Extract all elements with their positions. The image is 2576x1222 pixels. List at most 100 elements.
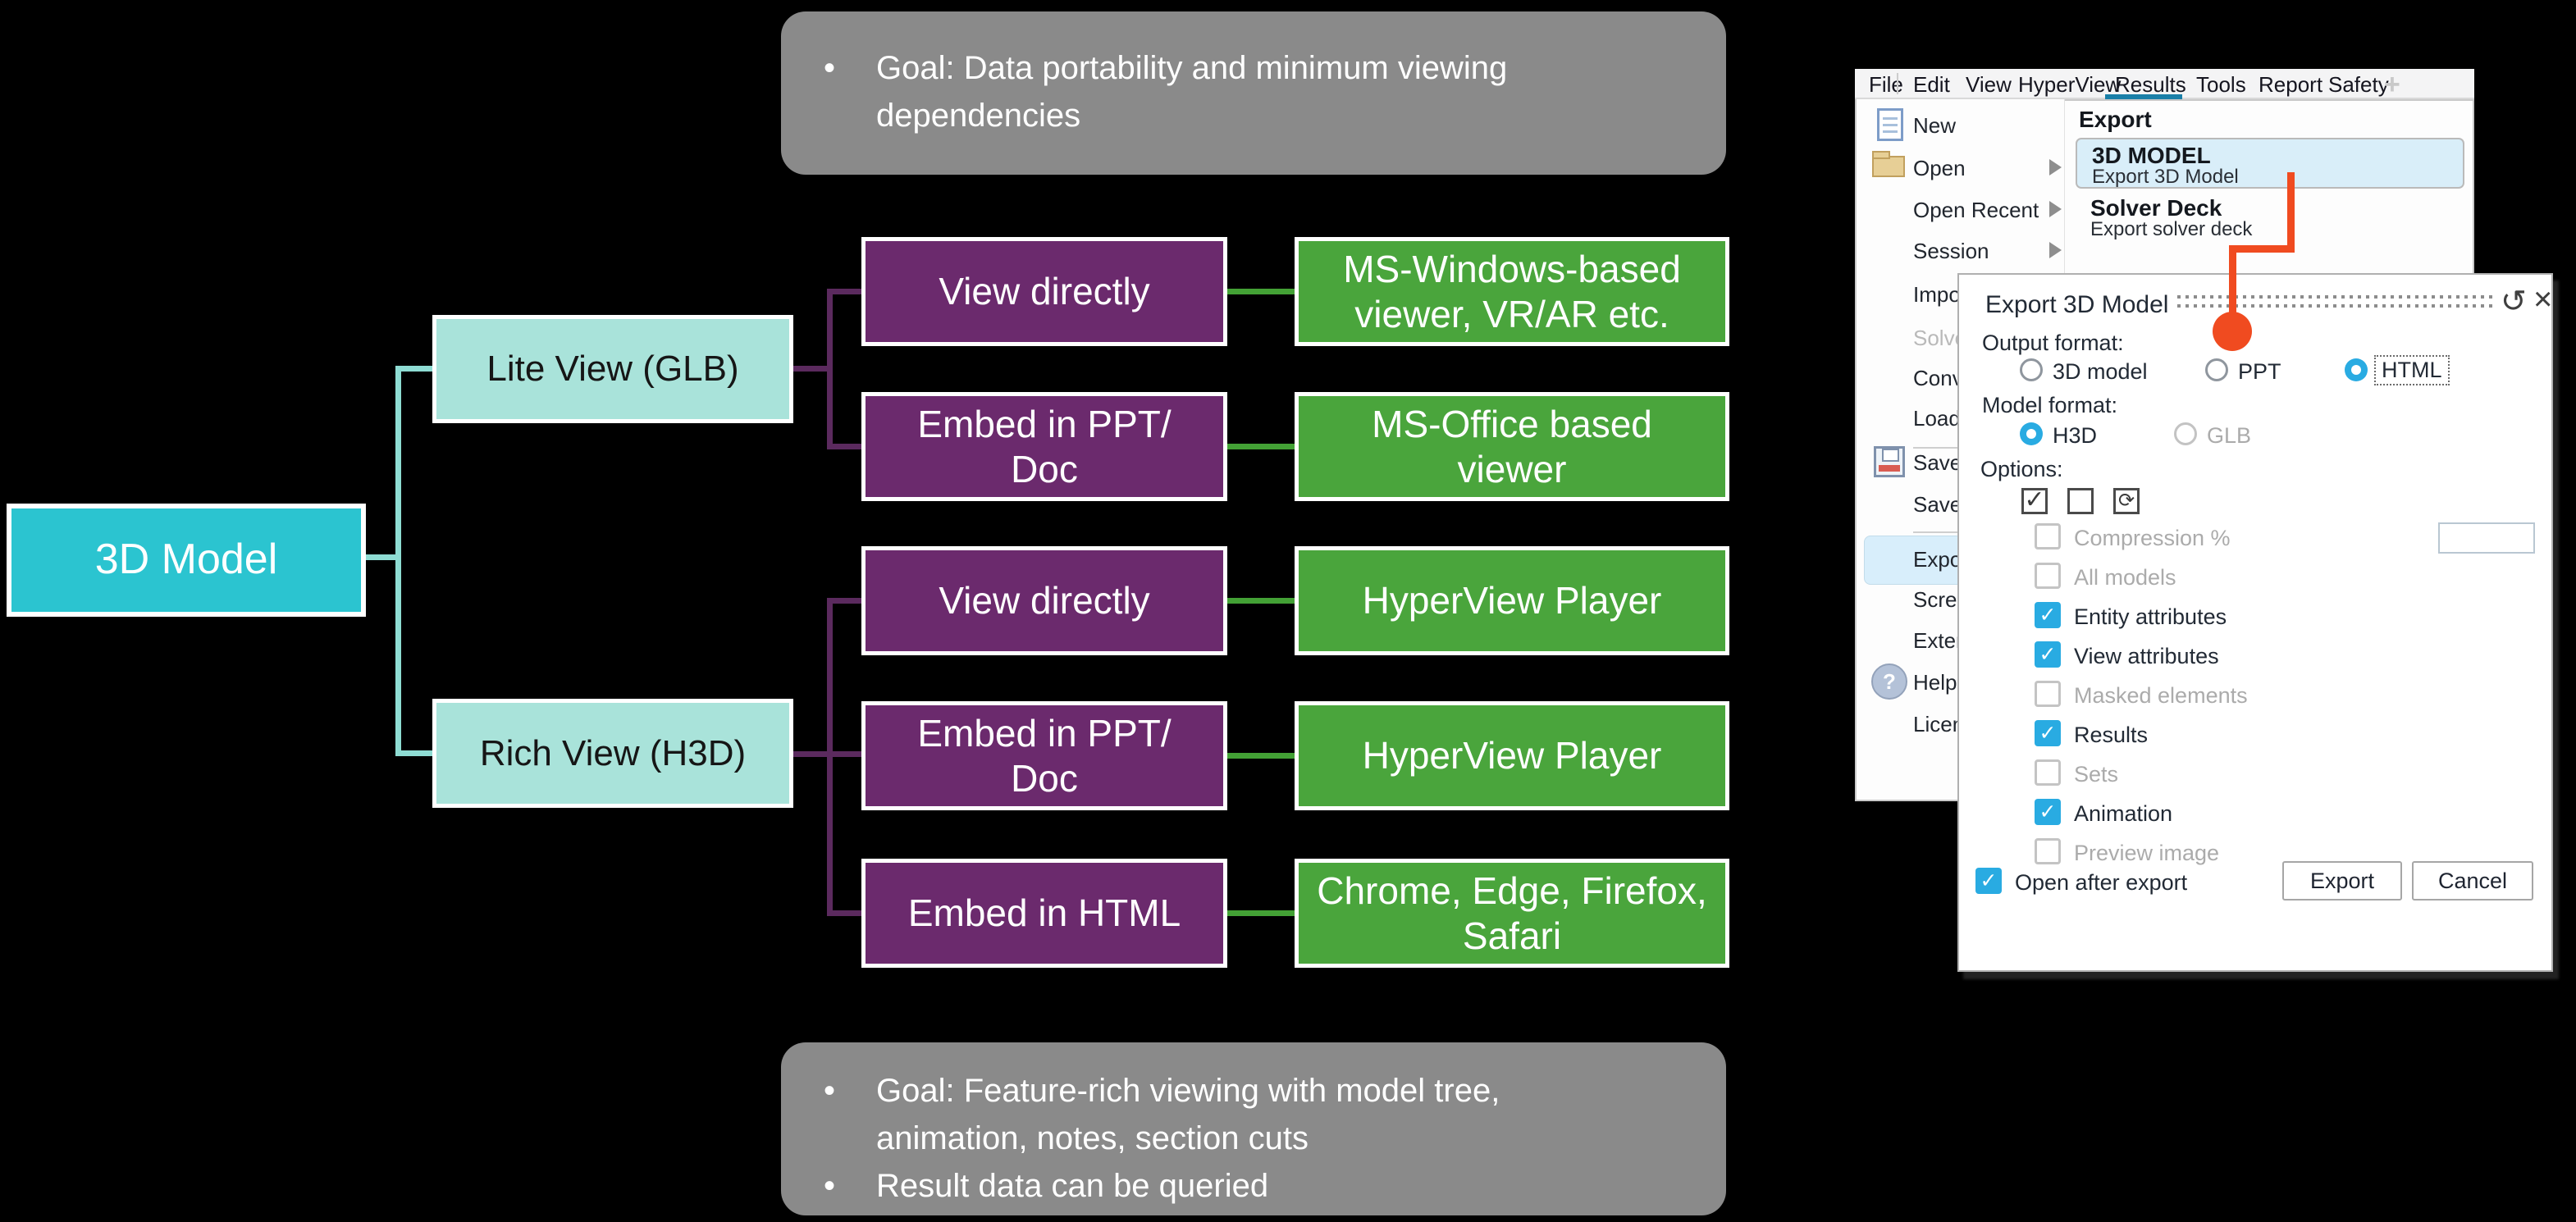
add-tab-icon[interactable]: + [2384,69,2400,100]
checkbox-compression [2035,523,2061,549]
annotation-line-segment [2229,245,2236,324]
connector-row4-target [1227,753,1295,759]
file-menu-item-save[interactable]: Save [1913,450,1962,475]
checkbox-view-attributes[interactable]: ✓ [2035,641,2061,668]
menu-safety[interactable]: Safety [2328,72,2389,97]
menu-edit[interactable]: Edit [1913,72,1950,97]
radio-h3d-label[interactable]: H3D [2053,423,2098,448]
radio-ppt[interactable] [2205,358,2228,381]
options-label: Options: [1980,457,2063,481]
checkbox-entity-attributes-label[interactable]: Entity attributes [2074,604,2227,629]
menu-divider [1897,73,1898,94]
node-lite-view: Lite View (GLB) [432,315,793,423]
note-top: Goal: Data portability and minimum viewi… [781,11,1726,175]
connector-lite-stub [401,366,432,372]
radio-glb [2174,422,2197,445]
node-target: MS-Windows-based viewer, VR/AR etc. [1295,237,1729,346]
submenu-arrow-icon [2049,201,2062,217]
compression-input[interactable] [2438,522,2535,554]
connector-root-stub [366,554,399,560]
export-submenu-header: Export [2079,107,2152,132]
output-format-label: Output format: [1982,331,2124,355]
checkbox-all-models [2035,563,2061,589]
active-menu-underline [2105,94,2182,99]
connector-lite-v [827,289,833,449]
checkbox-entity-attributes[interactable]: ✓ [2035,602,2061,628]
checkbox-preview-image [2035,838,2061,864]
checkbox-preview-image-label: Preview image [2074,841,2220,865]
annotation-endpoint-dot [2213,312,2252,351]
export-3d-model-dialog: Export 3D Model ↺ × Output format: 3D mo… [1957,273,2553,972]
menu-view[interactable]: View [1966,72,2012,97]
refresh-icon[interactable]: ↺ [2501,285,2527,319]
connector-row1-target [1227,289,1295,294]
radio-ppt-label[interactable]: PPT [2238,359,2281,384]
connector-root-branches [395,366,401,756]
menu-results[interactable]: Results [2115,72,2186,97]
connector-row3-target [1227,598,1295,604]
node-method: View directly [861,546,1227,655]
checkbox-compression-label: Compression % [2074,526,2231,550]
connector-rich-v [827,598,833,916]
checkbox-masked-elements-label: Masked elements [2074,683,2248,708]
radio-html-label[interactable]: HTML [2374,355,2450,385]
file-menu-item-open-recent[interactable]: Open Recent [1913,198,2039,222]
help-icon: ? [1871,663,1907,700]
dialog-drag-handle[interactable] [2177,304,2497,308]
submenu-item-solver-deck[interactable]: Solver Deck Export solver deck [2076,194,2464,244]
close-icon[interactable]: × [2533,281,2553,317]
menu-report[interactable]: Report [2259,72,2323,97]
radio-h3d[interactable] [2020,422,2043,445]
node-method: Embed in PPT/ Doc [861,701,1227,810]
checkbox-sets-label: Sets [2074,762,2119,787]
dialog-title: Export 3D Model [1985,291,2169,318]
checkbox-animation[interactable]: ✓ [2035,799,2061,825]
uncheck-all-icon[interactable] [2067,488,2094,514]
node-rich-view: Rich View (H3D) [432,699,793,808]
annotation-line-segment [2229,245,2295,253]
menu-hyperview[interactable]: HyperView [2018,72,2122,97]
export-button[interactable]: Export [2282,861,2402,901]
check-all-icon[interactable]: ✓ [2021,488,2048,514]
node-method: Embed in HTML [861,859,1227,968]
radio-3d-model[interactable] [2020,358,2043,381]
cancel-button[interactable]: Cancel [2412,861,2533,901]
note-bottom-line: Result data can be queried [824,1162,1693,1210]
checkbox-open-after-export[interactable]: ✓ [1975,868,2002,894]
connector-rich-stub [401,750,432,756]
submenu-arrow-icon [2049,159,2062,176]
checkbox-results-label[interactable]: Results [2074,723,2149,747]
submenu-item-title: 3D MODEL [2092,143,2211,168]
connector-rich-row5 [827,910,861,916]
checkbox-open-after-export-label[interactable]: Open after export [2015,870,2188,895]
file-menu-item-new[interactable]: New [1913,113,1957,138]
submenu-item-title: Solver Deck [2090,195,2222,221]
connector-row5-target [1227,910,1295,916]
node-method: Embed in PPT/ Doc [861,392,1227,501]
model-format-label: Model format: [1982,393,2118,417]
submenu-item-subtitle: Export solver deck [2090,218,2253,240]
note-bottom: Goal: Feature-rich viewing with model tr… [781,1042,1726,1215]
file-menu-item-load[interactable]: Load [1913,406,1961,431]
connector-lite-row1 [827,289,861,294]
file-menu-item-open[interactable]: Open [1913,156,1966,180]
file-menu-item-session[interactable]: Session [1913,239,1989,263]
menu-tools[interactable]: Tools [2196,72,2246,97]
node-method: View directly [861,237,1227,346]
submenu-item-3d-model[interactable]: 3D MODEL Export 3D Model [2076,138,2464,189]
folder-icon [1872,151,1905,177]
dialog-drag-handle[interactable] [2177,295,2497,299]
checkbox-results[interactable]: ✓ [2035,720,2061,746]
checkbox-animation-label[interactable]: Animation [2074,801,2173,826]
connector-lite-row2 [827,444,861,449]
checkbox-sets [2035,759,2061,786]
checkbox-all-models-label: All models [2074,565,2176,590]
note-bottom-line: Goal: Feature-rich viewing with model tr… [824,1067,1693,1162]
invert-selection-icon[interactable]: ⟳ [2113,488,2140,514]
radio-3d-model-label[interactable]: 3D model [2053,359,2148,384]
submenu-arrow-icon [2049,242,2062,258]
new-document-icon [1877,108,1903,141]
submenu-item-subtitle: Export 3D Model [2092,166,2239,188]
checkbox-view-attributes-label[interactable]: View attributes [2074,644,2219,668]
radio-html[interactable] [2345,358,2368,381]
